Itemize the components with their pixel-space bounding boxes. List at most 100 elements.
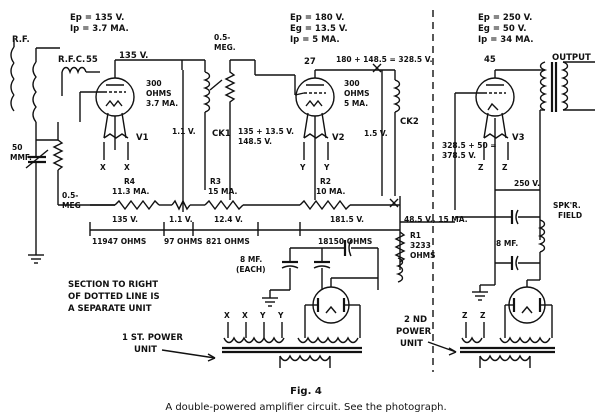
r300a-current: 3.7 MA.: [146, 99, 178, 108]
power-unit-2-label: 2 ND POWER UNIT: [396, 315, 457, 356]
sum3-expr: 328.5 + 50 =: [442, 141, 497, 150]
r300b-value: 300: [344, 79, 360, 88]
v1-plate-load: 300 OHMS 3.7 MA. 0.5- MEG. CK1 135 + 13.…: [146, 33, 295, 212]
spec-v2: Ep = 180 V. Eg = 13.5 V. Ip = 5 MA.: [290, 13, 348, 45]
sum1-result: 148.5 V.: [238, 137, 272, 146]
dim-124v: 12.4 V.: [214, 215, 243, 224]
v1-heater-x2: X: [124, 163, 130, 172]
resistor-05meg-input: 0.5- MEG: [36, 122, 115, 210]
v250-label: 250 V.: [514, 179, 540, 188]
pu1-line1: 1 ST. POWER: [122, 333, 183, 343]
tube-v2-type: 27: [304, 57, 316, 67]
spec-v1: Ep = 135 V. Ip = 3.7 MA.: [70, 13, 129, 34]
tube-v3-type: 45: [484, 55, 496, 65]
r300b-current: 5 MA.: [344, 99, 368, 108]
spec-v3-ep: Ep = 250 V.: [478, 13, 532, 23]
section-note-line1: SECTION TO RIGHT: [68, 280, 158, 290]
meg05-value: 0.5-: [214, 33, 230, 42]
rfc-label: R.F.C.: [58, 55, 85, 65]
pt1-y2: Y: [277, 311, 284, 320]
spec-v1-ep: Ep = 135 V.: [70, 13, 124, 23]
r4-label: R4: [124, 177, 135, 186]
dim-97-ohms: 97 OHMS: [164, 237, 203, 246]
r4-current: 11.3 MA.: [112, 187, 150, 196]
v2-heater-y2: Y: [323, 163, 330, 172]
power-unit-1-label: 1 ST. POWER UNIT: [122, 333, 216, 362]
v3-heater-z1: Z: [478, 163, 484, 172]
pt1-x2: X: [242, 311, 248, 320]
dim-135v: 135 V.: [112, 215, 138, 224]
tube-v3-label: V3: [512, 133, 525, 143]
meg05-unit: MEG.: [214, 43, 236, 52]
v2-plate-load: 300 OHMS 5 MA. CK2 1.5 V.: [344, 63, 419, 196]
output-transformer: OUTPUT: [539, 53, 595, 240]
resistor-r2: [299, 199, 351, 211]
v1-heater-x1: X: [100, 163, 106, 172]
resistor-r3: [204, 199, 244, 211]
pu1-line2: UNIT: [134, 345, 157, 355]
tube-v2: 27 180 + 148.5 = 328.5 V. V2 Y Y: [294, 55, 433, 200]
pu2-line1: 2 ND: [404, 315, 427, 325]
tube-v3: 45 V3 Z Z: [454, 55, 540, 210]
mf8a-value: 8 MF.: [240, 255, 262, 264]
spec-v3: Ep = 250 V. Eg = 50 V. Ip = 34 MA.: [478, 13, 534, 45]
dim-1815v: 181.5 V.: [330, 215, 364, 224]
pt2-z2: Z: [480, 311, 486, 320]
spec-v3-eg: Eg = 50 V.: [478, 24, 526, 34]
r300b-unit: OHMS: [344, 89, 370, 98]
filter-caps-2: 250 V. SPK'R. FIELD 8 MF.: [455, 118, 582, 285]
power-transformer-1: X X Y Y: [222, 311, 362, 368]
mf8b-label: 8 MF.: [496, 239, 518, 248]
ck1-label: CK1: [212, 129, 231, 139]
resistor-05meg: [224, 60, 236, 114]
sum2-label: 180 + 148.5 = 328.5 V.: [336, 55, 433, 64]
pt1-y1: Y: [259, 311, 266, 320]
spec-v3-ip: Ip = 34 MA.: [478, 35, 534, 45]
pu2-line2: POWER: [396, 327, 432, 337]
tube-v1: 55 135 V. V1 X X: [79, 51, 150, 172]
section-note: SECTION TO RIGHT OF DOTTED LINE IS A SEP…: [68, 280, 160, 314]
cap-50mmf: 50 MMF.: [10, 140, 49, 264]
v1-plate-voltage: 135 V.: [119, 51, 148, 61]
resistor-r4: [114, 199, 160, 211]
resistor-97ohm: [171, 199, 191, 211]
spkr-label: SPK'R.: [553, 201, 581, 210]
rectifier-tube-1: [304, 277, 378, 338]
ck1-choke: [202, 71, 211, 113]
v2-heater-y1: Y: [299, 163, 306, 172]
ck2-choke: [392, 79, 401, 113]
pt1-x1: X: [224, 311, 230, 320]
dim-821-ohms: 821 OHMS: [206, 237, 250, 246]
r3-label: R3: [210, 177, 221, 186]
v15-label: 1.5 V.: [364, 129, 388, 138]
tube-v1-label: V1: [136, 133, 149, 143]
spec-v2-ep: Ep = 180 V.: [290, 13, 344, 23]
rf-input: R.F.: [10, 35, 60, 140]
mmf50-unit: MMF.: [10, 153, 32, 162]
dim-11947-ohms: 11947 OHMS: [92, 237, 146, 246]
pt2-z1: Z: [462, 311, 468, 320]
filter-caps-1: 8 MF. (EACH): [236, 239, 379, 307]
tube-v1-type: 55: [86, 55, 98, 65]
rf-label: R.F.: [12, 35, 30, 45]
v11-label: 1.1 V.: [172, 127, 196, 136]
tube-v2-label: V2: [332, 133, 345, 143]
figure-caption: A double-powered amplifier circuit. See …: [165, 402, 446, 413]
rectifier-tube-2: [472, 263, 553, 338]
spkr-field: FIELD: [558, 211, 582, 220]
dim-11v: 1.1 V.: [169, 215, 193, 224]
sum1-expr: 135 + 13.5 V.: [238, 127, 294, 136]
ck2-label: CK2: [400, 117, 419, 127]
mf8a-each: (EACH): [236, 265, 266, 274]
output-label: OUTPUT: [552, 53, 591, 63]
r1-value: 3233: [410, 241, 431, 250]
r300a-value: 300: [146, 79, 162, 88]
rfc-choke: R.F.C.: [58, 55, 100, 96]
dim-485v: 48.5 V., 15 MA.: [404, 215, 468, 224]
v3-heater-z2: Z: [502, 163, 508, 172]
power-transformer-2: Z Z: [460, 311, 555, 368]
meg05b-value: 0.5-: [62, 191, 78, 200]
spec-v2-eg: Eg = 13.5 V.: [290, 24, 348, 34]
